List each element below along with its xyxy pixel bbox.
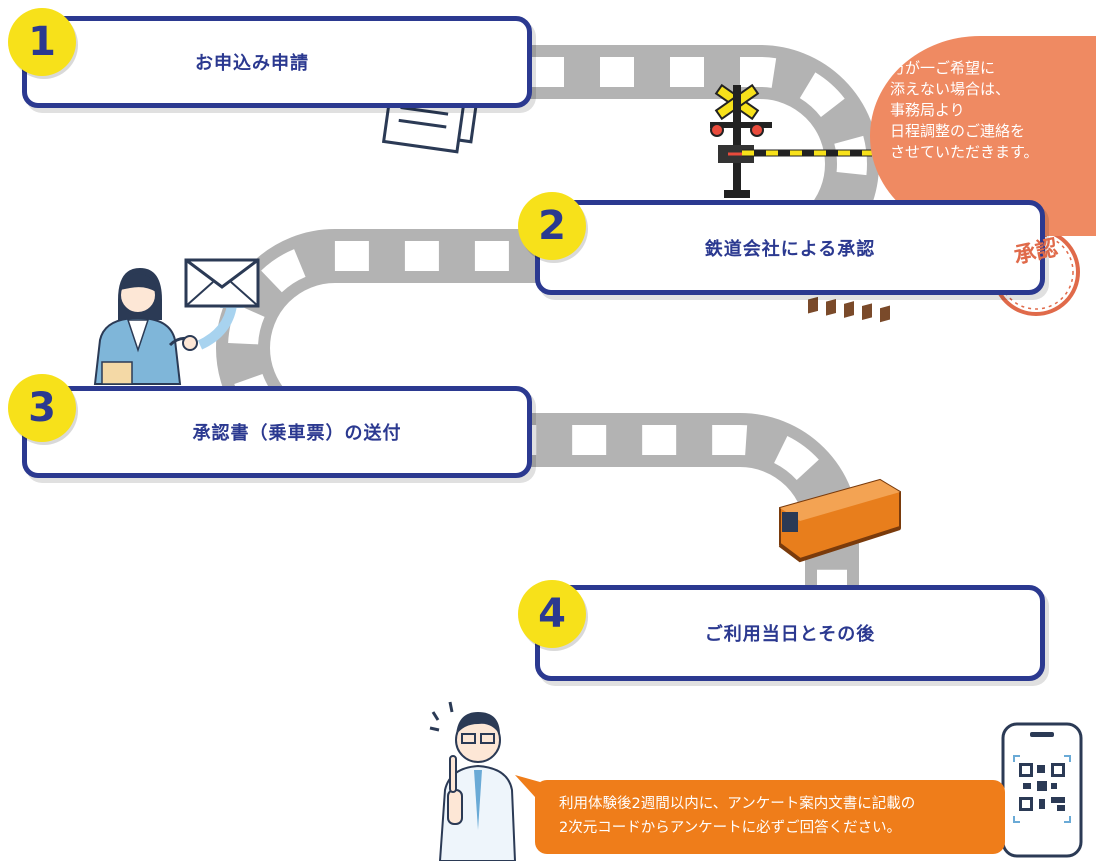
survey-bubble: 利用体験後2週間以内に、アンケート案内文書に記載の 2次元コードからアンケートに… [535, 780, 1005, 854]
note-line: 日程調整のご連絡を [890, 122, 1026, 140]
step-1-title: お申込み申請 [195, 53, 309, 74]
step-2-box: 鉄道会社による承認 [535, 200, 1045, 295]
note-line: 万が一ご希望に [890, 59, 996, 77]
step-2-number: 2 [518, 192, 586, 260]
step-3-box: 承認書（乗車票）の送付 [22, 386, 532, 478]
step-3-title: 承認書（乗車票）の送付 [192, 423, 402, 444]
survey-line: 利用体験後2週間以内に、アンケート案内文書に記載の [559, 796, 916, 812]
train-icon [778, 296, 901, 563]
woman-with-envelope-icon [93, 268, 198, 385]
step-4-number: 4 [518, 580, 586, 648]
step-4-title: ご利用当日とその後 [704, 624, 876, 645]
survey-line: 2次元コードからアンケートに必ずご回答ください。 [559, 820, 902, 836]
step-4-box: ご利用当日とその後 [535, 585, 1045, 681]
step-1-number: 1 [8, 8, 76, 76]
step-2-title: 鉄道会社による承認 [704, 238, 876, 260]
step-3-number: 3 [8, 374, 76, 442]
man-pointing-icon [429, 701, 517, 861]
step-1-box: お申込み申請 [22, 16, 532, 108]
envelope-icon [184, 258, 260, 308]
note-line: させていただきます。 [890, 143, 1039, 161]
railroad-crossing-icon [710, 83, 872, 198]
smartphone-qr-icon [1001, 722, 1083, 858]
note-line: 添えない場合は、 [890, 80, 1011, 98]
note-line: 事務局より [890, 101, 965, 119]
